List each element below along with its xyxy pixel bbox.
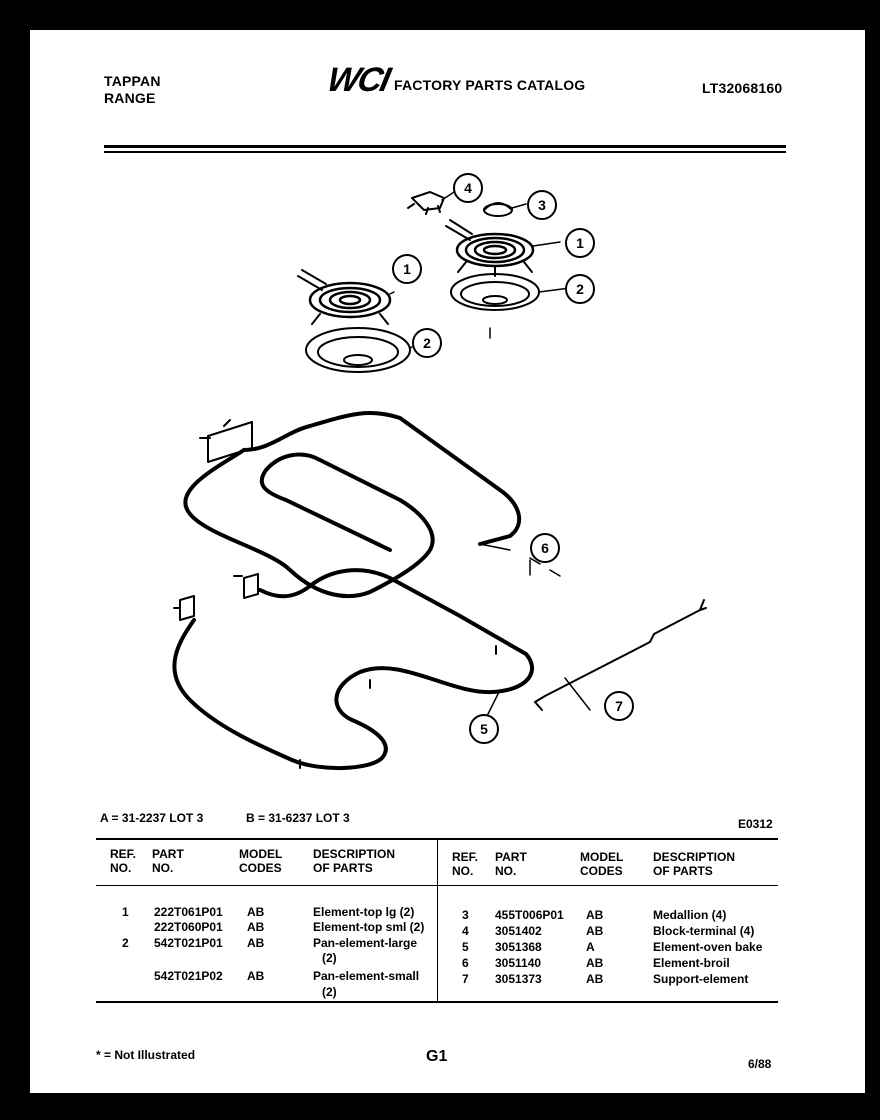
header-rule <box>104 145 786 148</box>
catalog-title: FACTORY PARTS CATALOG <box>394 77 586 93</box>
model-code-ref: E0312 <box>738 817 773 831</box>
footnote: * = Not Illustrated <box>96 1048 196 1062</box>
col-ref-header-right: REF.NO. <box>452 850 479 878</box>
surface-element-right-illustration <box>445 219 561 277</box>
table-cell: 3051373 <box>495 972 542 986</box>
broil-element-illustration <box>183 411 561 599</box>
table-cell: 222T061P01 <box>154 905 223 919</box>
bake-element-illustration <box>172 568 535 770</box>
table-cell: 542T021P01 <box>154 936 223 950</box>
table-cell: Element-top lg (2) <box>313 905 415 919</box>
callout-2-left: 2 <box>412 328 442 358</box>
table-cell: 3051368 <box>495 940 542 954</box>
callout-6: 6 <box>530 533 560 563</box>
col-ref-header-left: REF.NO. <box>110 847 137 875</box>
table-top-rule <box>96 838 778 840</box>
table-cell: AB <box>586 908 604 922</box>
table-cell: 455T006P01 <box>495 908 564 922</box>
table-cell: 2 <box>122 936 129 950</box>
table-cell: 6 <box>462 956 469 970</box>
catalog-number: LT32068160 <box>702 80 783 96</box>
drip-pan-right-illustration <box>450 273 571 339</box>
table-cell: (2) <box>322 951 337 965</box>
table-cell: Element-broil <box>653 956 730 970</box>
table-cell: AB <box>586 972 604 986</box>
callout-7: 7 <box>604 691 634 721</box>
table-cell: Block-terminal (4) <box>653 924 755 938</box>
callout-1-left: 1 <box>392 254 422 284</box>
callout-1-right: 1 <box>565 228 595 258</box>
callout-4: 4 <box>453 173 483 203</box>
table-cell: A <box>586 940 595 954</box>
publish-date: 6/88 <box>748 1057 772 1071</box>
callout-2-right: 2 <box>565 274 595 304</box>
callout-3: 3 <box>527 190 557 220</box>
drip-pan-left-illustration <box>305 327 415 373</box>
catalog-page: TAPPAN RANGE WCI FACTORY PARTS CATALOG L… <box>30 30 865 1093</box>
table-cell: 5 <box>462 940 469 954</box>
table-column-divider <box>437 840 438 1002</box>
medallion-illustration <box>483 202 527 217</box>
table-cell: Support-element <box>653 972 749 986</box>
table-cell: AB <box>247 969 265 983</box>
exploded-parts-diagram <box>172 191 707 770</box>
terminal-block-illustration <box>407 191 455 215</box>
table-cell: AB <box>247 936 265 950</box>
product-type: RANGE <box>104 90 156 106</box>
table-cell: 4 <box>462 924 469 938</box>
table-cell: AB <box>586 956 604 970</box>
table-cell: Pan-element-small <box>313 969 420 983</box>
table-bottom-rule <box>96 1001 778 1003</box>
table-cell: Medallion (4) <box>653 908 727 922</box>
table-cell: (2) <box>322 985 337 999</box>
surface-element-left-illustration <box>297 269 395 325</box>
table-cell: 542T021P02 <box>154 969 223 983</box>
table-cell: 7 <box>462 972 469 986</box>
table-cell: 222T060P01 <box>154 920 223 934</box>
table-cell: 1 <box>122 905 129 919</box>
table-cell: AB <box>586 924 604 938</box>
page-number: G1 <box>426 1048 448 1065</box>
support-element-illustration <box>534 599 707 711</box>
header-rule-thin <box>104 151 786 153</box>
table-cell: Pan-element-large <box>313 936 418 950</box>
table-cell: 3051402 <box>495 924 542 938</box>
table-cell: 3051140 <box>495 956 542 970</box>
model-code-b: B = 31-6237 LOT 3 <box>246 811 350 825</box>
model-code-a: A = 31-2237 LOT 3 <box>100 811 204 825</box>
brand-name: TAPPAN <box>104 73 161 89</box>
table-cell: Element-top sml (2) <box>313 920 425 934</box>
table-cell: AB <box>247 920 265 934</box>
table-cell: Element-oven bake <box>653 940 763 954</box>
table-cell: 3 <box>462 908 469 922</box>
callout-5: 5 <box>469 714 499 744</box>
table-cell: AB <box>247 905 265 919</box>
